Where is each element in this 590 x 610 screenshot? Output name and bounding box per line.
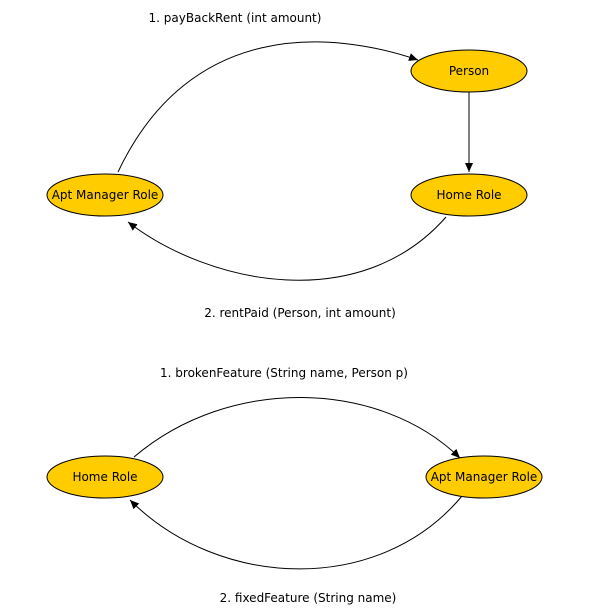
arrow-pay-back-rent [117,41,419,173]
node-apt-manager-role: Apt Manager Role [46,173,164,217]
node-apt-manager-role-label: Apt Manager Role [52,188,159,202]
node-apt-manager-role-2-label: Apt Manager Role [431,470,538,484]
edge-fixed-feature [129,495,463,570]
label-pay-back-rent: 1. payBackRent (int amount) [149,11,322,25]
label-broken-feature: 1. brokenFeature (String name, Person p) [160,366,408,380]
diagram-2: 1. brokenFeature (String name, Person p)… [46,366,543,605]
arrow-rent-paid [127,216,447,281]
node-person: Person [410,49,528,93]
label-rent-paid: 2. rentPaid (Person, int amount) [204,306,396,320]
node-home-role-2: Home Role [46,455,164,499]
node-home-role: Home Role [410,173,528,217]
node-home-role-label: Home Role [436,188,501,202]
node-person-label: Person [449,64,489,78]
arrow-broken-feature [133,397,461,459]
node-home-role-2-label: Home Role [72,470,137,484]
edge-broken-feature [133,397,461,459]
arrow-fixed-feature [129,495,463,570]
label-fixed-feature: 2. fixedFeature (String name) [220,591,397,605]
edge-pay-back-rent [117,41,419,173]
node-apt-manager-role-2: Apt Manager Role [425,455,543,499]
diagram-1: 1. payBackRent (int amount) 2. rentPaid … [46,11,528,320]
edge-rent-paid [127,216,447,281]
